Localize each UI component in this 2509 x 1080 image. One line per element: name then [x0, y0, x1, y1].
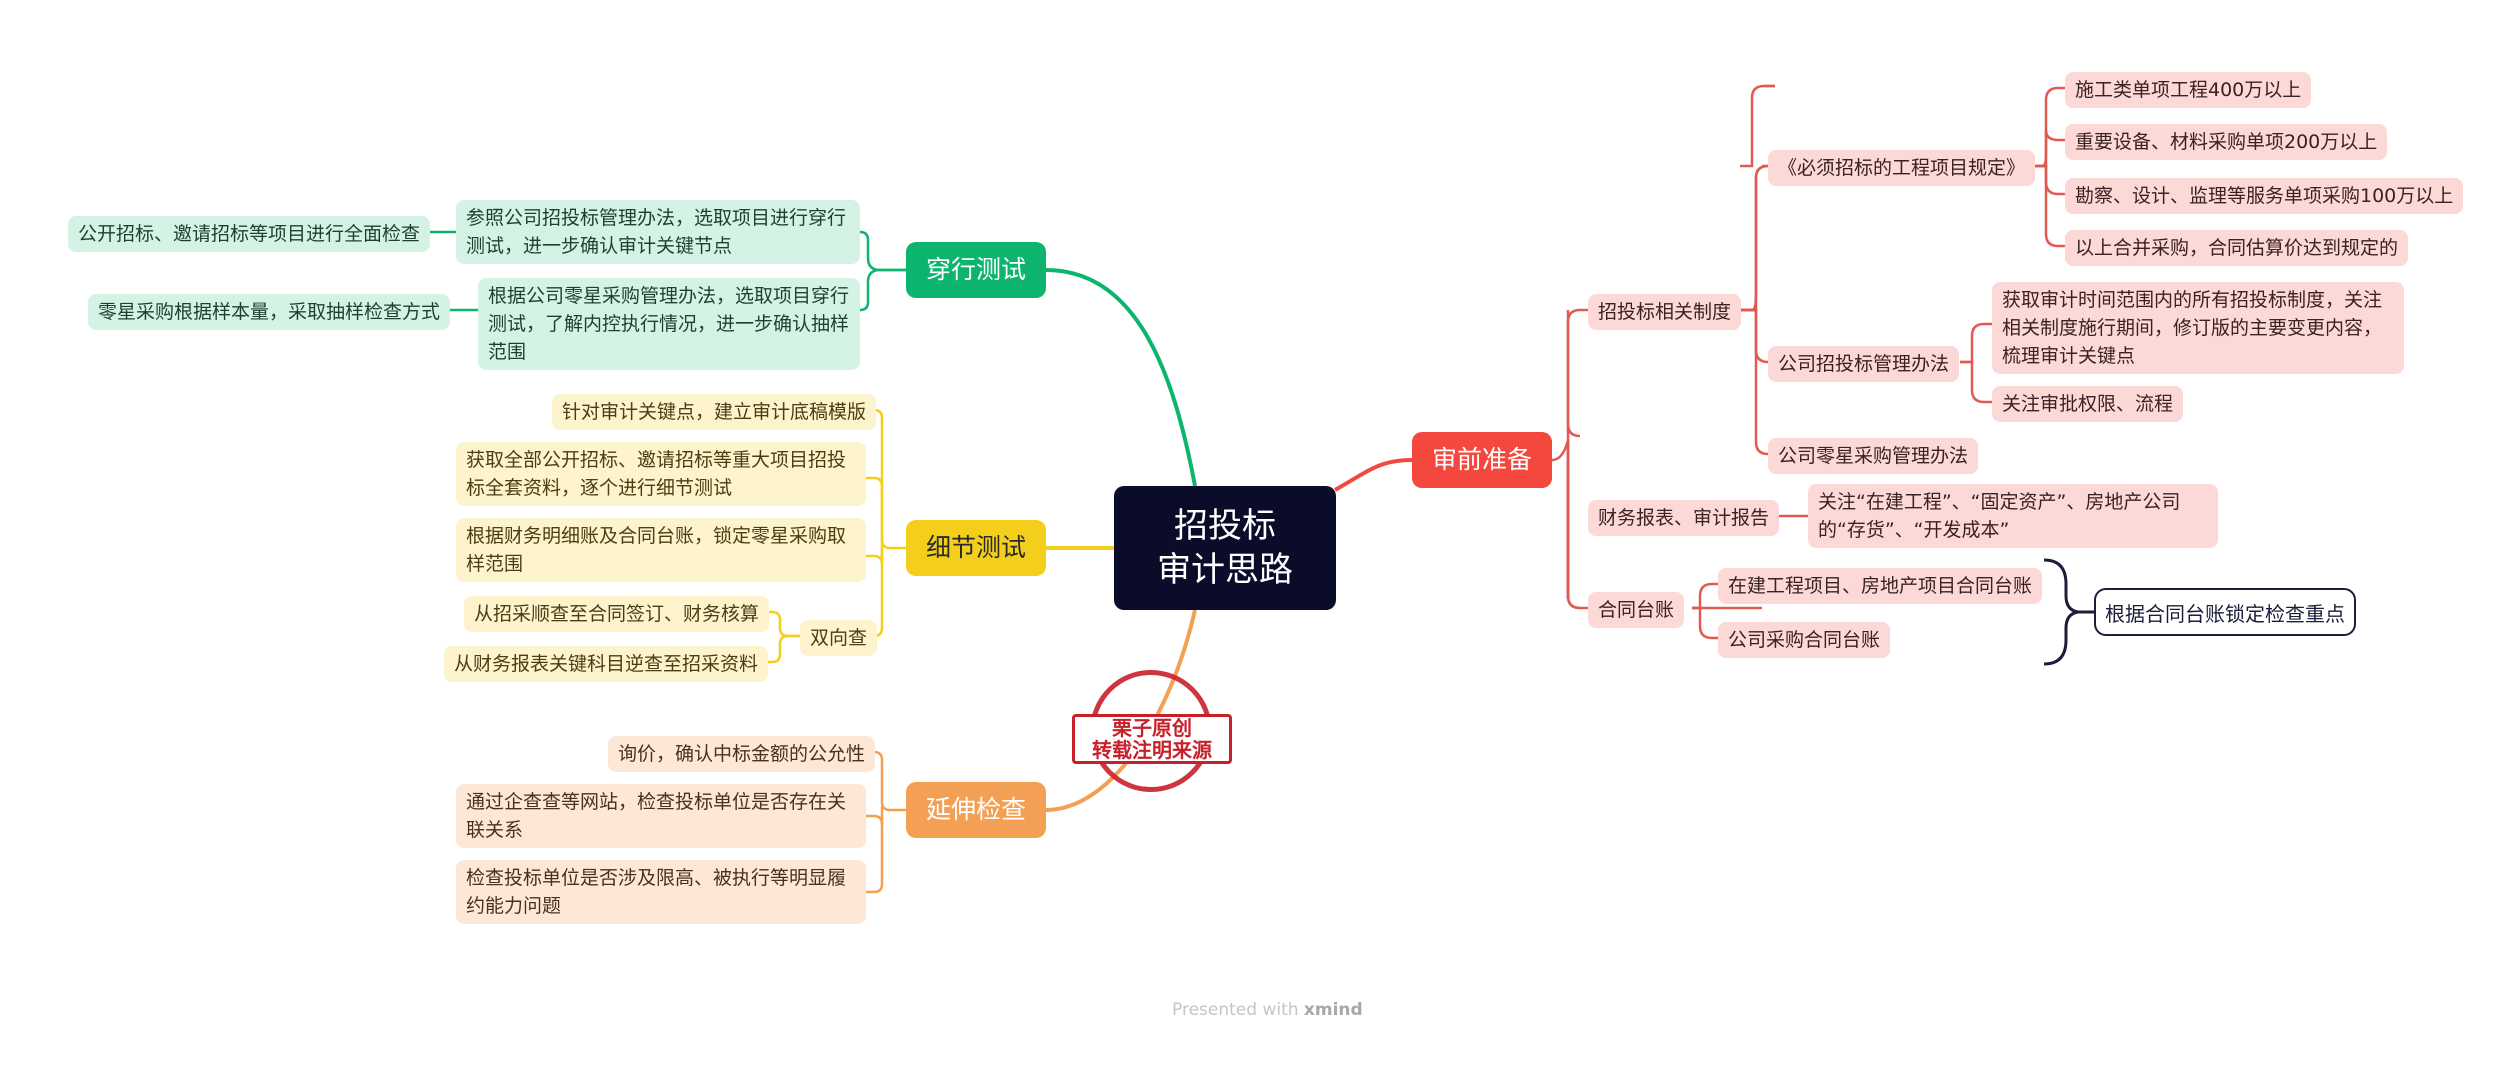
detail-item-1[interactable]: 针对审计关键点，建立审计底稿模版	[552, 394, 877, 430]
extend-item-3[interactable]: 检查投标单位是否涉及限高、被执行等明显履约能力问题	[456, 860, 866, 924]
prep-finance[interactable]: 财务报表、审计报告	[1588, 500, 1780, 536]
finance-item-1[interactable]: 关注“在建工程”、“固定资产”、房地产公司的“存货”、“开发成本”	[1808, 484, 2218, 548]
walkthrough-item-2[interactable]: 根据公司零星采购管理办法，选取项目穿行测试，了解内控执行情况，进一步确认抽样范围	[478, 278, 860, 370]
prep-small-purchase[interactable]: 公司零星采购管理办法	[1768, 438, 1979, 474]
detail-two-way[interactable]: 双向查	[800, 620, 878, 656]
stamp-line1: 栗子原创	[1112, 716, 1192, 740]
branch-extend[interactable]: 延伸检查	[906, 782, 1046, 838]
link-root-walkthrough	[1045, 268, 1197, 487]
stamp-line2: 转载注明来源	[1092, 738, 1212, 762]
must-bid-item-4[interactable]: 以上合并采购，合同估算价达到规定的	[2065, 230, 2409, 266]
walkthrough-item-2-child[interactable]: 零星采购根据样本量，采取抽样检查方式	[88, 294, 451, 330]
branch-prep[interactable]: 审前准备	[1412, 432, 1552, 488]
contracts-item-1[interactable]: 在建工程项目、房地产项目合同台账	[1718, 568, 2043, 604]
summary-brace	[2043, 558, 2079, 666]
prep-company-rules[interactable]: 公司招投标管理办法	[1768, 346, 1960, 382]
branch-walkthrough[interactable]: 穿行测试	[906, 242, 1046, 298]
must-bid-item-3[interactable]: 勘察、设计、监理等服务单项采购100万以上	[2065, 178, 2464, 214]
contracts-item-2[interactable]: 公司采购合同台账	[1718, 622, 1891, 658]
extend-item-2[interactable]: 通过企查查等网站，检查投标单位是否存在关联关系	[456, 784, 866, 848]
root-title-line2: 审计思路	[1157, 550, 1293, 590]
footer-presented: Presented with	[1172, 1000, 1299, 1020]
company-rules-item-1[interactable]: 获取审计时间范围内的所有招投标制度，关注相关制度施行期间，修订版的主要变更内容，…	[1992, 282, 2404, 374]
must-bid-item-2[interactable]: 重要设备、材料采购单项200万以上	[2065, 124, 2388, 160]
prep-must-bid-rule[interactable]: 《必须招标的工程项目规定》	[1768, 150, 2036, 186]
two-way-item-2[interactable]: 从财务报表关键科目逆查至招采资料	[444, 646, 769, 682]
footer-brand: xmind	[1303, 1000, 1363, 1020]
detail-item-2[interactable]: 获取全部公开招标、邀请招标等重大项目招投标全套资料，逐个进行细节测试	[456, 442, 866, 506]
root-title-line1: 招投标	[1174, 506, 1276, 546]
company-rules-item-2[interactable]: 关注审批权限、流程	[1992, 386, 2184, 422]
two-way-item-1[interactable]: 从招采顺查至合同签订、财务核算	[464, 596, 770, 632]
link-root-prep	[1334, 458, 1413, 492]
extend-item-1[interactable]: 询价，确认中标金额的公允性	[608, 736, 876, 772]
must-bid-item-1[interactable]: 施工类单项工程400万以上	[2065, 72, 2312, 108]
prep-bidding-system[interactable]: 招投标相关制度	[1588, 294, 1742, 330]
footer-credit: Presented with xmind	[1172, 1000, 1363, 1020]
watermark-stamp: 栗子原创 转载注明来源	[1072, 668, 1232, 808]
root-topic[interactable]: 招投标 审计思路	[1114, 486, 1336, 610]
detail-item-3[interactable]: 根据财务明细账及合同台账，锁定零星采购取样范围	[456, 518, 866, 582]
prep-contracts[interactable]: 合同台账	[1588, 592, 1685, 628]
branch-detail[interactable]: 细节测试	[906, 520, 1046, 576]
contracts-summary[interactable]: 根据合同台账锁定检查重点	[2094, 588, 2356, 636]
walkthrough-item-1[interactable]: 参照公司招投标管理办法，选取项目进行穿行测试，进一步确认审计关键节点	[456, 200, 860, 264]
stamp-band: 栗子原创 转载注明来源	[1072, 714, 1232, 764]
walkthrough-item-1-child[interactable]: 公开招标、邀请招标等项目进行全面检查	[68, 216, 431, 252]
